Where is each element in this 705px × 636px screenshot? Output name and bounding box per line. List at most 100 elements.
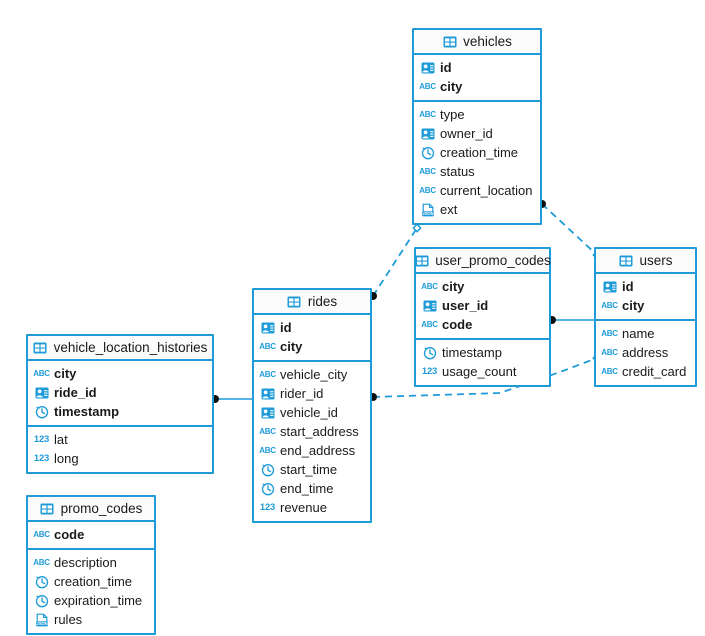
- relationship-endpoint-diamond: [412, 223, 422, 233]
- column-row[interactable]: start_time: [254, 460, 370, 479]
- column-name: id: [280, 320, 292, 335]
- clock-icon: [34, 574, 49, 589]
- column-row[interactable]: ABC start_address: [254, 422, 370, 441]
- column-row[interactable]: vehicle_id: [254, 403, 370, 422]
- column-row[interactable]: timestamp: [416, 343, 549, 362]
- column-row[interactable]: end_time: [254, 479, 370, 498]
- column-name: timestamp: [54, 404, 120, 419]
- table-header[interactable]: rides: [254, 290, 370, 315]
- column-name: owner_id: [440, 126, 493, 141]
- column-row[interactable]: creation_time: [28, 572, 154, 591]
- relationship-vehicles-rides[interactable]: [369, 223, 422, 300]
- column-name: timestamp: [442, 345, 502, 360]
- column-row[interactable]: rider_id: [254, 384, 370, 403]
- table-name: rides: [307, 293, 338, 309]
- table-header[interactable]: vehicle_location_histories: [28, 336, 212, 361]
- table-header[interactable]: users: [596, 249, 695, 274]
- clock-icon: [422, 345, 437, 360]
- column-name: creation_time: [440, 145, 519, 160]
- column-name: end_address: [280, 443, 356, 458]
- column-row[interactable]: ABC description: [28, 553, 154, 572]
- abc-text-icon: ABC: [259, 426, 276, 436]
- relationship-vlh-rides[interactable]: [211, 395, 252, 403]
- column-row[interactable]: id: [254, 318, 370, 337]
- column-name: start_address: [280, 424, 359, 439]
- column-name: city: [440, 79, 463, 94]
- relationship-line: [372, 227, 418, 297]
- column-name: city: [54, 366, 77, 381]
- table-header[interactable]: user_promo_codes: [415, 249, 551, 274]
- columns-section: ABC description creation_time expiration_ti…: [28, 550, 154, 633]
- column-name: code: [442, 317, 473, 332]
- clock-icon: [260, 481, 275, 496]
- column-row[interactable]: id: [414, 58, 540, 77]
- column-row[interactable]: ride_id: [28, 383, 212, 402]
- clock-icon: [34, 404, 49, 419]
- table-header[interactable]: vehicles: [414, 30, 540, 55]
- column-name: user_id: [442, 298, 489, 313]
- table-name: user_promo_codes: [435, 252, 551, 268]
- id-card-icon: [260, 386, 275, 401]
- abc-text-icon: ABC: [421, 281, 438, 291]
- column-row[interactable]: user_id: [416, 296, 549, 315]
- column-name: status: [440, 164, 475, 179]
- table-name: vehicles: [463, 33, 512, 49]
- 123-number-icon: 123: [33, 452, 50, 464]
- abc-text-icon: ABC: [33, 529, 50, 539]
- abc-text-icon: ABC: [259, 369, 276, 379]
- table-name: promo_codes: [60, 500, 143, 516]
- table-name: users: [639, 252, 673, 268]
- column-name: city: [622, 298, 645, 313]
- column-name: description: [54, 555, 117, 570]
- column-row[interactable]: creation_time: [414, 143, 540, 162]
- column-name: credit_card: [622, 364, 687, 379]
- column-row[interactable]: owner_id: [414, 124, 540, 143]
- column-row[interactable]: timestamp: [28, 402, 212, 421]
- abc-text-icon: ABC: [33, 557, 50, 567]
- table-header[interactable]: promo_codes: [28, 497, 154, 522]
- table-grid-icon: [40, 501, 55, 516]
- column-row[interactable]: id: [596, 277, 695, 296]
- column-name: name: [622, 326, 655, 341]
- column-row[interactable]: expiration_time: [28, 591, 154, 610]
- column-name: creation_time: [54, 574, 133, 589]
- relationship-upc-users[interactable]: [548, 316, 594, 324]
- column-name: id: [440, 60, 452, 75]
